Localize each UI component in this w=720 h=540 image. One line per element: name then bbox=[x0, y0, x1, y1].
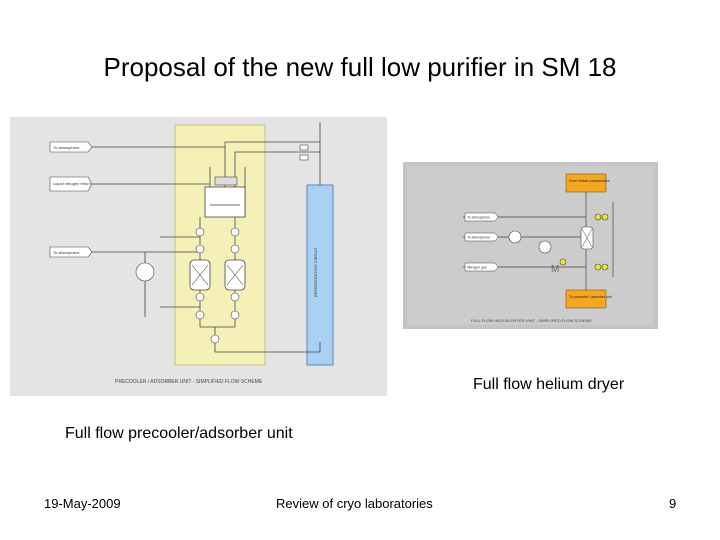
footer-center-text: Review of cryo laboratories bbox=[276, 496, 433, 511]
dryer-tag-to-atmosphere-2: To atmosphere bbox=[467, 236, 490, 240]
slide-title: Proposal of the new full low purifier in… bbox=[103, 52, 617, 82]
dryer-tag-to-atmosphere-1: To atmosphere bbox=[467, 216, 490, 220]
dryer-tag-nitrogen-gas: Nitrogen gas bbox=[467, 266, 487, 270]
caption-precooler-adsorber: Full flow precooler/adsorber unit bbox=[65, 425, 293, 442]
to-precooler-adsorber-label: To precooler / adsorber unit bbox=[569, 295, 612, 299]
svg-text:M: M bbox=[551, 264, 559, 275]
from-helium-compressors-label: From helium compressors bbox=[569, 179, 610, 183]
tag-to-atmosphere-1: To atmosphere bbox=[53, 145, 80, 150]
precooler-adsorber-diagram: REFRIGERATION CIRCUIT bbox=[10, 117, 387, 396]
caption-helium-dryer: Full flow helium dryer bbox=[473, 376, 625, 393]
footer-date: 19-May-2009 bbox=[44, 496, 121, 511]
helium-dryer-diagram: From helium compressors To precooler / a… bbox=[403, 162, 658, 329]
precooler-scheme-title: PRECOOLER / ADSORBER UNIT - SIMPLIFIED F… bbox=[115, 379, 263, 385]
tag-to-atmosphere-2: To atmosphere bbox=[53, 250, 80, 255]
page-number: 9 bbox=[669, 496, 677, 511]
tag-liquid-nitrogen-return: Liquid nitrogen return bbox=[53, 181, 91, 186]
refrigeration-circuit-label: REFRIGERATION CIRCUIT bbox=[313, 247, 318, 297]
dryer-scheme-title: FULL FLOW HELIUM DRYER UNIT - SIMPLIFIED… bbox=[471, 318, 592, 323]
